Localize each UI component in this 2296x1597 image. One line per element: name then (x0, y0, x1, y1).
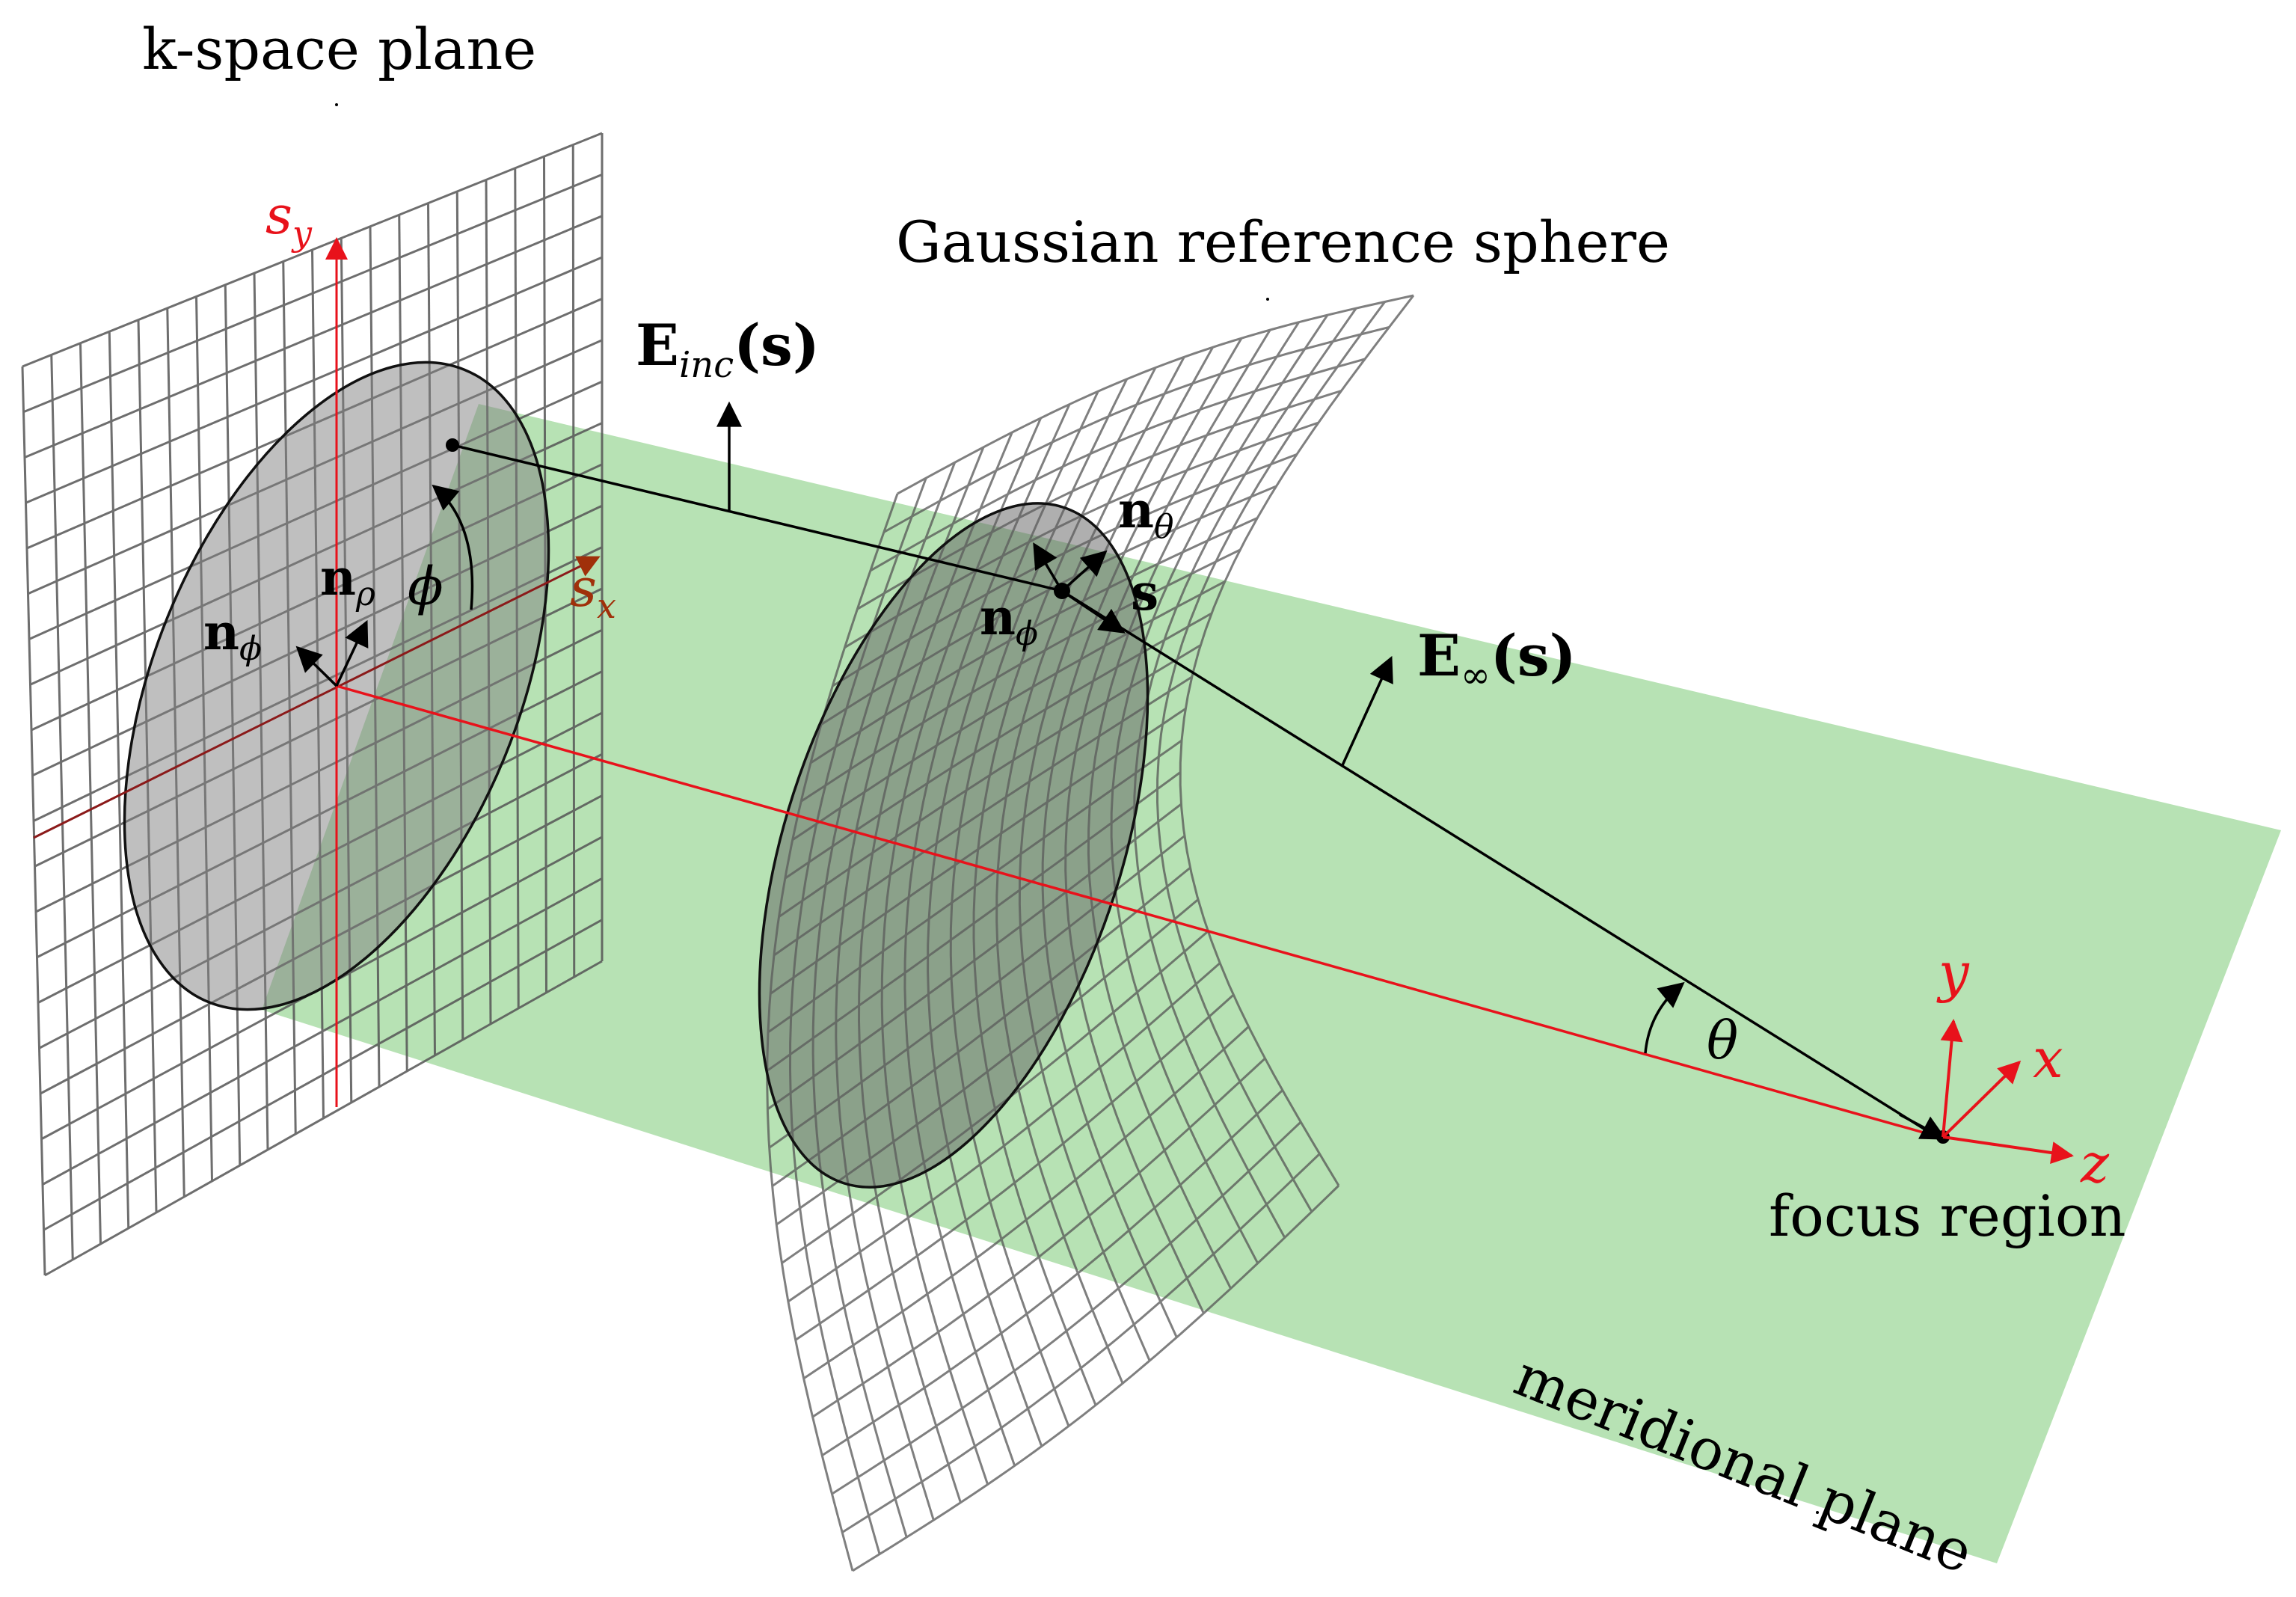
sphere-grid-line (802, 1026, 1250, 1380)
focus-y-axis (1940, 1019, 1963, 1138)
sphere-grid-line (788, 962, 1221, 1303)
sphere-grid-line (821, 1089, 1283, 1456)
n-phi-right-label: nϕ (980, 588, 1038, 653)
focus-x-label: x (2033, 1027, 2063, 1090)
s-vector-arrow (1061, 589, 1126, 634)
e-inf-arrow (1341, 655, 1393, 766)
kspace-grid-line (44, 960, 603, 1277)
kspace-grid-line (42, 877, 603, 1186)
focus-x-axis (1942, 1060, 2022, 1138)
meridional-label-dot (1816, 1511, 1819, 1514)
kspace-grid-line (43, 919, 603, 1231)
n-phi-left-arrow (295, 646, 338, 687)
theta-angle-arc (1644, 981, 1685, 1054)
meridional-plane (262, 404, 2281, 1563)
sphere-aperture-disk (758, 502, 1149, 1189)
sphere-grid-line (897, 294, 1414, 495)
sphere-grid-line (870, 358, 1366, 572)
s-vector-label: s (1131, 563, 1158, 622)
n-rho-label: nρ (320, 548, 375, 613)
sphere-grid-line (852, 1184, 1340, 1572)
n-phi-right-arrow (1033, 542, 1063, 592)
focus-z-axis (1942, 1135, 2074, 1164)
sphere-label-dot (1266, 298, 1269, 301)
ray-start-point (446, 438, 459, 452)
sphere-grid-line (794, 993, 1235, 1341)
reference-sphere-label: Gaussian reference sphere (896, 209, 1670, 275)
sphere-grid-line (841, 1153, 1321, 1533)
n-theta-label: nθ (1118, 481, 1174, 546)
sphere-grid-line (831, 1121, 1302, 1495)
e-inc-label: Einc(s) (636, 312, 820, 386)
sy-axis-label: sy (265, 185, 313, 254)
sx-axis-line (33, 556, 601, 839)
focus-y-label: y (1936, 941, 1970, 1004)
n-phi-left-label: nϕ (203, 603, 262, 668)
sx-axis-label: sx (570, 557, 616, 626)
n-rho-arrow (335, 619, 369, 687)
kspace-grid-line (571, 144, 576, 978)
e-inf-label: E∞(s) (1417, 622, 1577, 696)
kspace-plane-label: k-space plane (142, 16, 536, 82)
sphere-grid-line (811, 1057, 1266, 1418)
phi-angle-arc (432, 484, 474, 610)
sphere-grid-line (883, 326, 1390, 533)
kspace-label-dot (335, 103, 338, 106)
phi-label: ϕ (408, 556, 443, 617)
focus-region-label: focus region (1769, 1183, 2126, 1249)
theta-label: θ (1707, 1010, 1738, 1071)
optical-axis-line (336, 684, 1945, 1140)
focus-z-label: z (2080, 1132, 2110, 1195)
n-theta-arrow (1060, 550, 1108, 592)
